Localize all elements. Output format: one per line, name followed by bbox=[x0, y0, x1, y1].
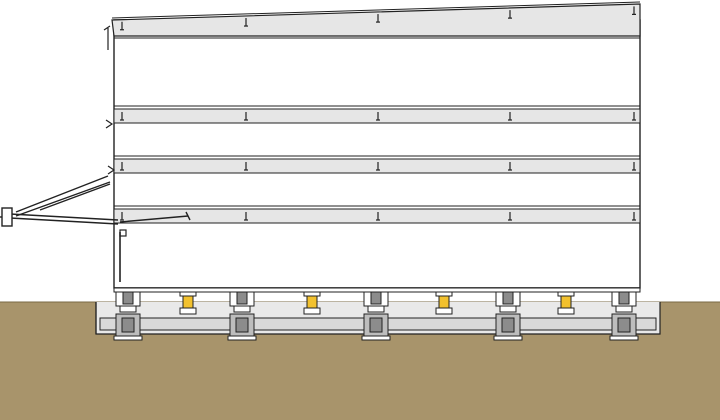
damper-icon bbox=[303, 291, 321, 315]
damper-icon bbox=[179, 291, 197, 315]
column-tick bbox=[376, 112, 380, 121]
column-tick bbox=[508, 212, 512, 221]
column-tick bbox=[244, 112, 248, 121]
column-tick bbox=[244, 18, 248, 27]
isolator-icon bbox=[493, 291, 523, 341]
column-ticks bbox=[120, 6, 636, 221]
damper-icon bbox=[435, 291, 453, 315]
base-isolation-layer bbox=[113, 287, 641, 341]
left-facade-details bbox=[103, 25, 127, 282]
column-tick bbox=[508, 10, 512, 19]
column-tick bbox=[376, 162, 380, 171]
column-tick bbox=[244, 162, 248, 171]
column-tick bbox=[508, 112, 512, 121]
isolator-icon bbox=[361, 291, 391, 341]
column-tick bbox=[244, 212, 248, 221]
isolator-icon bbox=[227, 291, 257, 341]
column-tick bbox=[120, 162, 124, 171]
column-tick bbox=[632, 112, 636, 121]
column-tick bbox=[120, 212, 124, 221]
downpipe-icon bbox=[103, 25, 111, 50]
damper-icon bbox=[557, 291, 575, 315]
column-tick bbox=[120, 21, 124, 31]
column-tick bbox=[632, 6, 636, 15]
column-tick bbox=[632, 212, 636, 221]
column-tick bbox=[120, 112, 124, 121]
column-tick bbox=[632, 162, 636, 171]
column-tick bbox=[376, 14, 380, 23]
roof bbox=[111, 1, 641, 39]
building-body bbox=[113, 19, 641, 289]
column-tick bbox=[376, 212, 380, 221]
isolator-icon bbox=[609, 291, 639, 341]
column-tick bbox=[508, 162, 512, 171]
isolator-icon bbox=[113, 291, 143, 341]
canopy-icon bbox=[0, 175, 191, 227]
